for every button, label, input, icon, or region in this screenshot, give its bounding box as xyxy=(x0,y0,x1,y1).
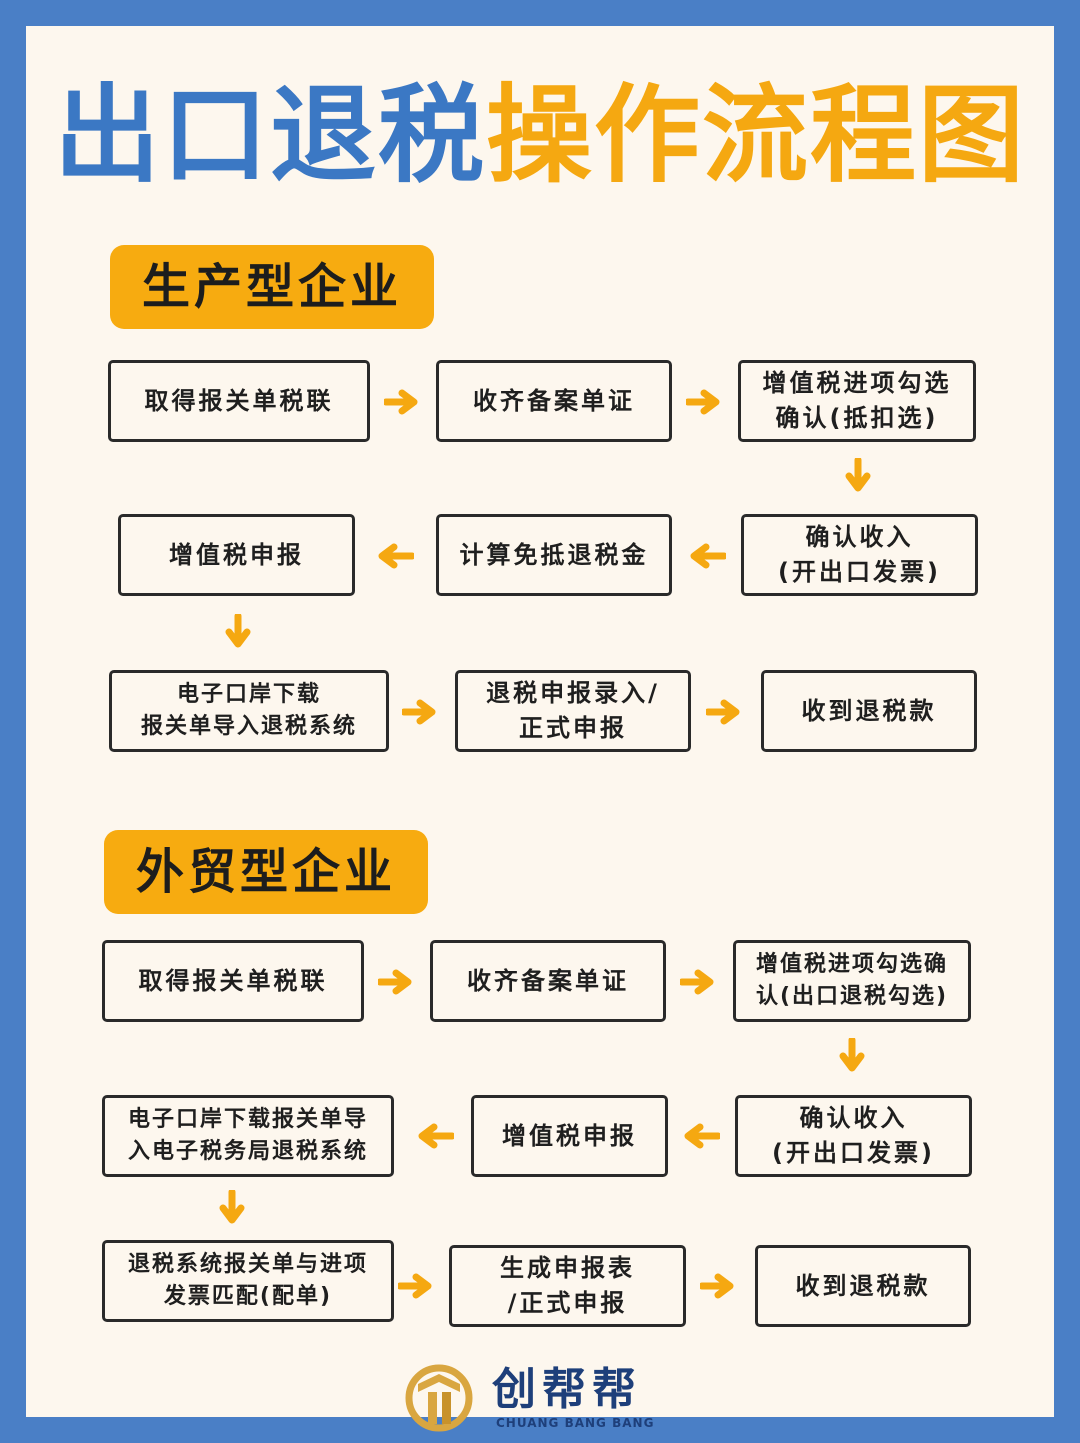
arrow-right-icon xyxy=(706,699,740,725)
title-part-orange: 操作流程图 xyxy=(486,74,1026,197)
step-box: 收到退税款 xyxy=(761,670,977,752)
step-box: 收到退税款 xyxy=(755,1245,971,1327)
step-box: 取得报关单税联 xyxy=(108,360,370,442)
step-box: 增值税申报 xyxy=(471,1095,668,1177)
step-box: 电子口岸下载报关单导 入电子税务局退税系统 xyxy=(102,1095,394,1177)
brand-name: 创帮帮 xyxy=(492,1364,642,1415)
arrow-right-icon xyxy=(680,969,714,995)
arrow-left-icon xyxy=(418,1123,454,1149)
arrow-left-icon xyxy=(690,543,726,569)
step-box: 电子口岸下载 报关单导入退税系统 xyxy=(109,670,389,752)
section-label-trading: 外贸型企业 xyxy=(104,830,428,914)
title-part-blue: 出口退税 xyxy=(54,74,486,197)
arrow-down-icon xyxy=(839,1038,865,1072)
arrow-down-icon xyxy=(225,614,251,648)
arrow-right-icon xyxy=(402,699,436,725)
step-box: 收齐备案单证 xyxy=(430,940,666,1022)
section-label-production: 生产型企业 xyxy=(110,245,434,329)
brand-subtitle: CHUANG BANG BANG xyxy=(496,1416,655,1430)
logo-emblem-icon xyxy=(405,1364,473,1432)
page-title: 出口退税操作流程图 xyxy=(0,77,1080,195)
arrow-left-icon xyxy=(684,1123,720,1149)
arrow-right-icon xyxy=(686,389,720,415)
step-box: 退税系统报关单与进项 发票匹配(配单) xyxy=(102,1240,394,1322)
arrow-left-icon xyxy=(378,543,414,569)
step-box: 收齐备案单证 xyxy=(436,360,672,442)
step-box: 确认收入 (开出口发票) xyxy=(741,514,978,596)
arrow-right-icon xyxy=(398,1273,432,1299)
arrow-right-icon xyxy=(384,389,418,415)
arrow-right-icon xyxy=(378,969,412,995)
arrow-down-icon xyxy=(219,1190,245,1224)
step-box: 增值税进项勾选 确认(抵扣选) xyxy=(738,360,976,442)
step-box: 计算免抵退税金 xyxy=(436,514,672,596)
step-box: 增值税进项勾选确 认(出口退税勾选) xyxy=(733,940,971,1022)
step-box: 确认收入 (开出口发票) xyxy=(735,1095,972,1177)
brand-logo: 创帮帮 CHUANG BANG BANG xyxy=(404,1362,704,1434)
arrow-down-icon xyxy=(845,458,871,492)
step-box: 取得报关单税联 xyxy=(102,940,364,1022)
step-box: 增值税申报 xyxy=(118,514,355,596)
step-box: 退税申报录入/ 正式申报 xyxy=(455,670,691,752)
step-box: 生成申报表 /正式申报 xyxy=(449,1245,686,1327)
arrow-right-icon xyxy=(700,1273,734,1299)
